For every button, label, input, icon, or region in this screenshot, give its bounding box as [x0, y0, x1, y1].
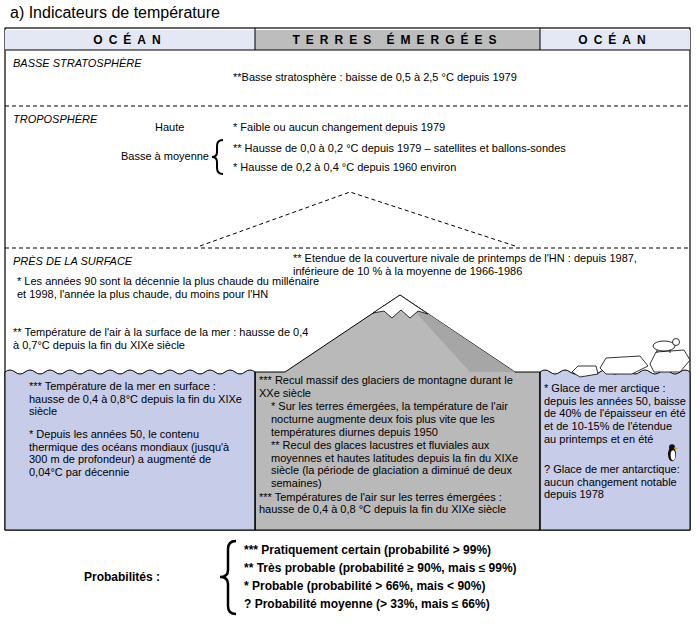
- brace: [220, 541, 236, 614]
- ocean-left: [5, 370, 255, 530]
- title: a) Indicateurs de température: [10, 4, 220, 22]
- header-divider: [255, 28, 256, 50]
- indicator-text: * Sur les terres émergées, la températur…: [271, 400, 533, 438]
- indicator-text: * Faible ou aucun changement depuis 1979: [233, 121, 683, 134]
- indicator-text: Basse à moyenne: [97, 150, 209, 163]
- header-ocean-fill: [540, 30, 690, 50]
- layer-separator: [5, 106, 690, 107]
- legend-heading: Probabilités :: [84, 570, 160, 584]
- tropopause-peak: [200, 192, 515, 246]
- panel-divider: [540, 372, 541, 530]
- legend-entry: ? Probabilité moyenne (> 33%, mais ≤ 66%…: [244, 597, 490, 611]
- snow-cap: [373, 295, 428, 318]
- ocean-right: [540, 370, 690, 530]
- header-divider: [540, 28, 541, 50]
- indicator-text: *** Température de la mer en surface : h…: [29, 380, 244, 418]
- region-title: OCÉAN: [5, 30, 255, 50]
- region-header: OCÉAN: [540, 30, 690, 50]
- indicator-text: * Depuis les années 50, le contenu therm…: [29, 428, 247, 479]
- band-heading: PRÈS DE LA SURFACE: [13, 255, 213, 268]
- region-title: TERRES ÉMERGÉES: [255, 30, 540, 50]
- indicator-text: *** Recul massif des glaciers de montagn…: [259, 374, 531, 399]
- polar-bear: [653, 341, 675, 351]
- header-land-fill: [255, 30, 540, 50]
- band-heading: BASSE STRATOSPHÈRE: [13, 57, 313, 70]
- header-line: [5, 49, 690, 50]
- indicator-text: ? Glace de mer antarctique: aucun change…: [544, 463, 686, 501]
- indicator-text: Haute: [155, 121, 215, 134]
- indicator-text: *** Températures de l'air sur les terres…: [259, 491, 534, 516]
- frame: [5, 28, 690, 530]
- header-ocean-fill: [5, 30, 255, 50]
- indicator-text: * Hausse de 0,2 à 0,4 °C depuis 1960 env…: [233, 161, 688, 174]
- legend-entry: * Probable (probabilité > 66%, mais < 90…: [244, 579, 485, 593]
- ocean-panel: * Glace de mer arctique : depuis les ann…: [540, 380, 690, 529]
- layer-separator: [5, 248, 690, 249]
- indicator-text: **Basse stratosphère : baisse de 0,5 à 2…: [233, 71, 683, 84]
- indicator-text: ** Etendue de la couverture nivale de pr…: [293, 252, 685, 277]
- region-header: TERRES ÉMERGÉES: [255, 30, 540, 50]
- indicator-text: ** Recul des glaces lacustres et fluvial…: [271, 439, 533, 490]
- ocean-panel: *** Température de la mer en surface : h…: [5, 378, 255, 528]
- region-header: OCÉAN: [5, 30, 255, 50]
- indicator-text: * Les années 90 sont la décennie la plus…: [17, 275, 329, 300]
- penguin: [668, 444, 678, 461]
- legend-entry: *** Pratiquement certain (probabilité > …: [244, 543, 491, 557]
- brace: [212, 140, 223, 174]
- legend-entry: ** Très probable (probabilité ≥ 90%, mai…: [244, 561, 517, 575]
- land-panel: *** Recul massif des glaciers de montagn…: [255, 374, 540, 529]
- layer-band: TROPOSPHÈREHaute* Faible ou aucun change…: [5, 107, 690, 246]
- layer-band: BASSE STRATOSPHÈRE**Basse stratosphère :…: [5, 51, 690, 105]
- region-title: OCÉAN: [540, 30, 690, 50]
- indicator-text: ** Température de l'air à la surface de …: [13, 326, 313, 351]
- ice-floes: [572, 339, 690, 378]
- indicator-text: ** Hausse de 0,0 à 0,2 °C depuis 1979 – …: [233, 142, 688, 155]
- indicator-text: * Glace de mer arctique : depuis les ann…: [544, 382, 686, 445]
- panel-divider: [255, 372, 256, 530]
- layer-band: PRÈS DE LA SURFACE ** Etendue de la couve…: [5, 249, 690, 369]
